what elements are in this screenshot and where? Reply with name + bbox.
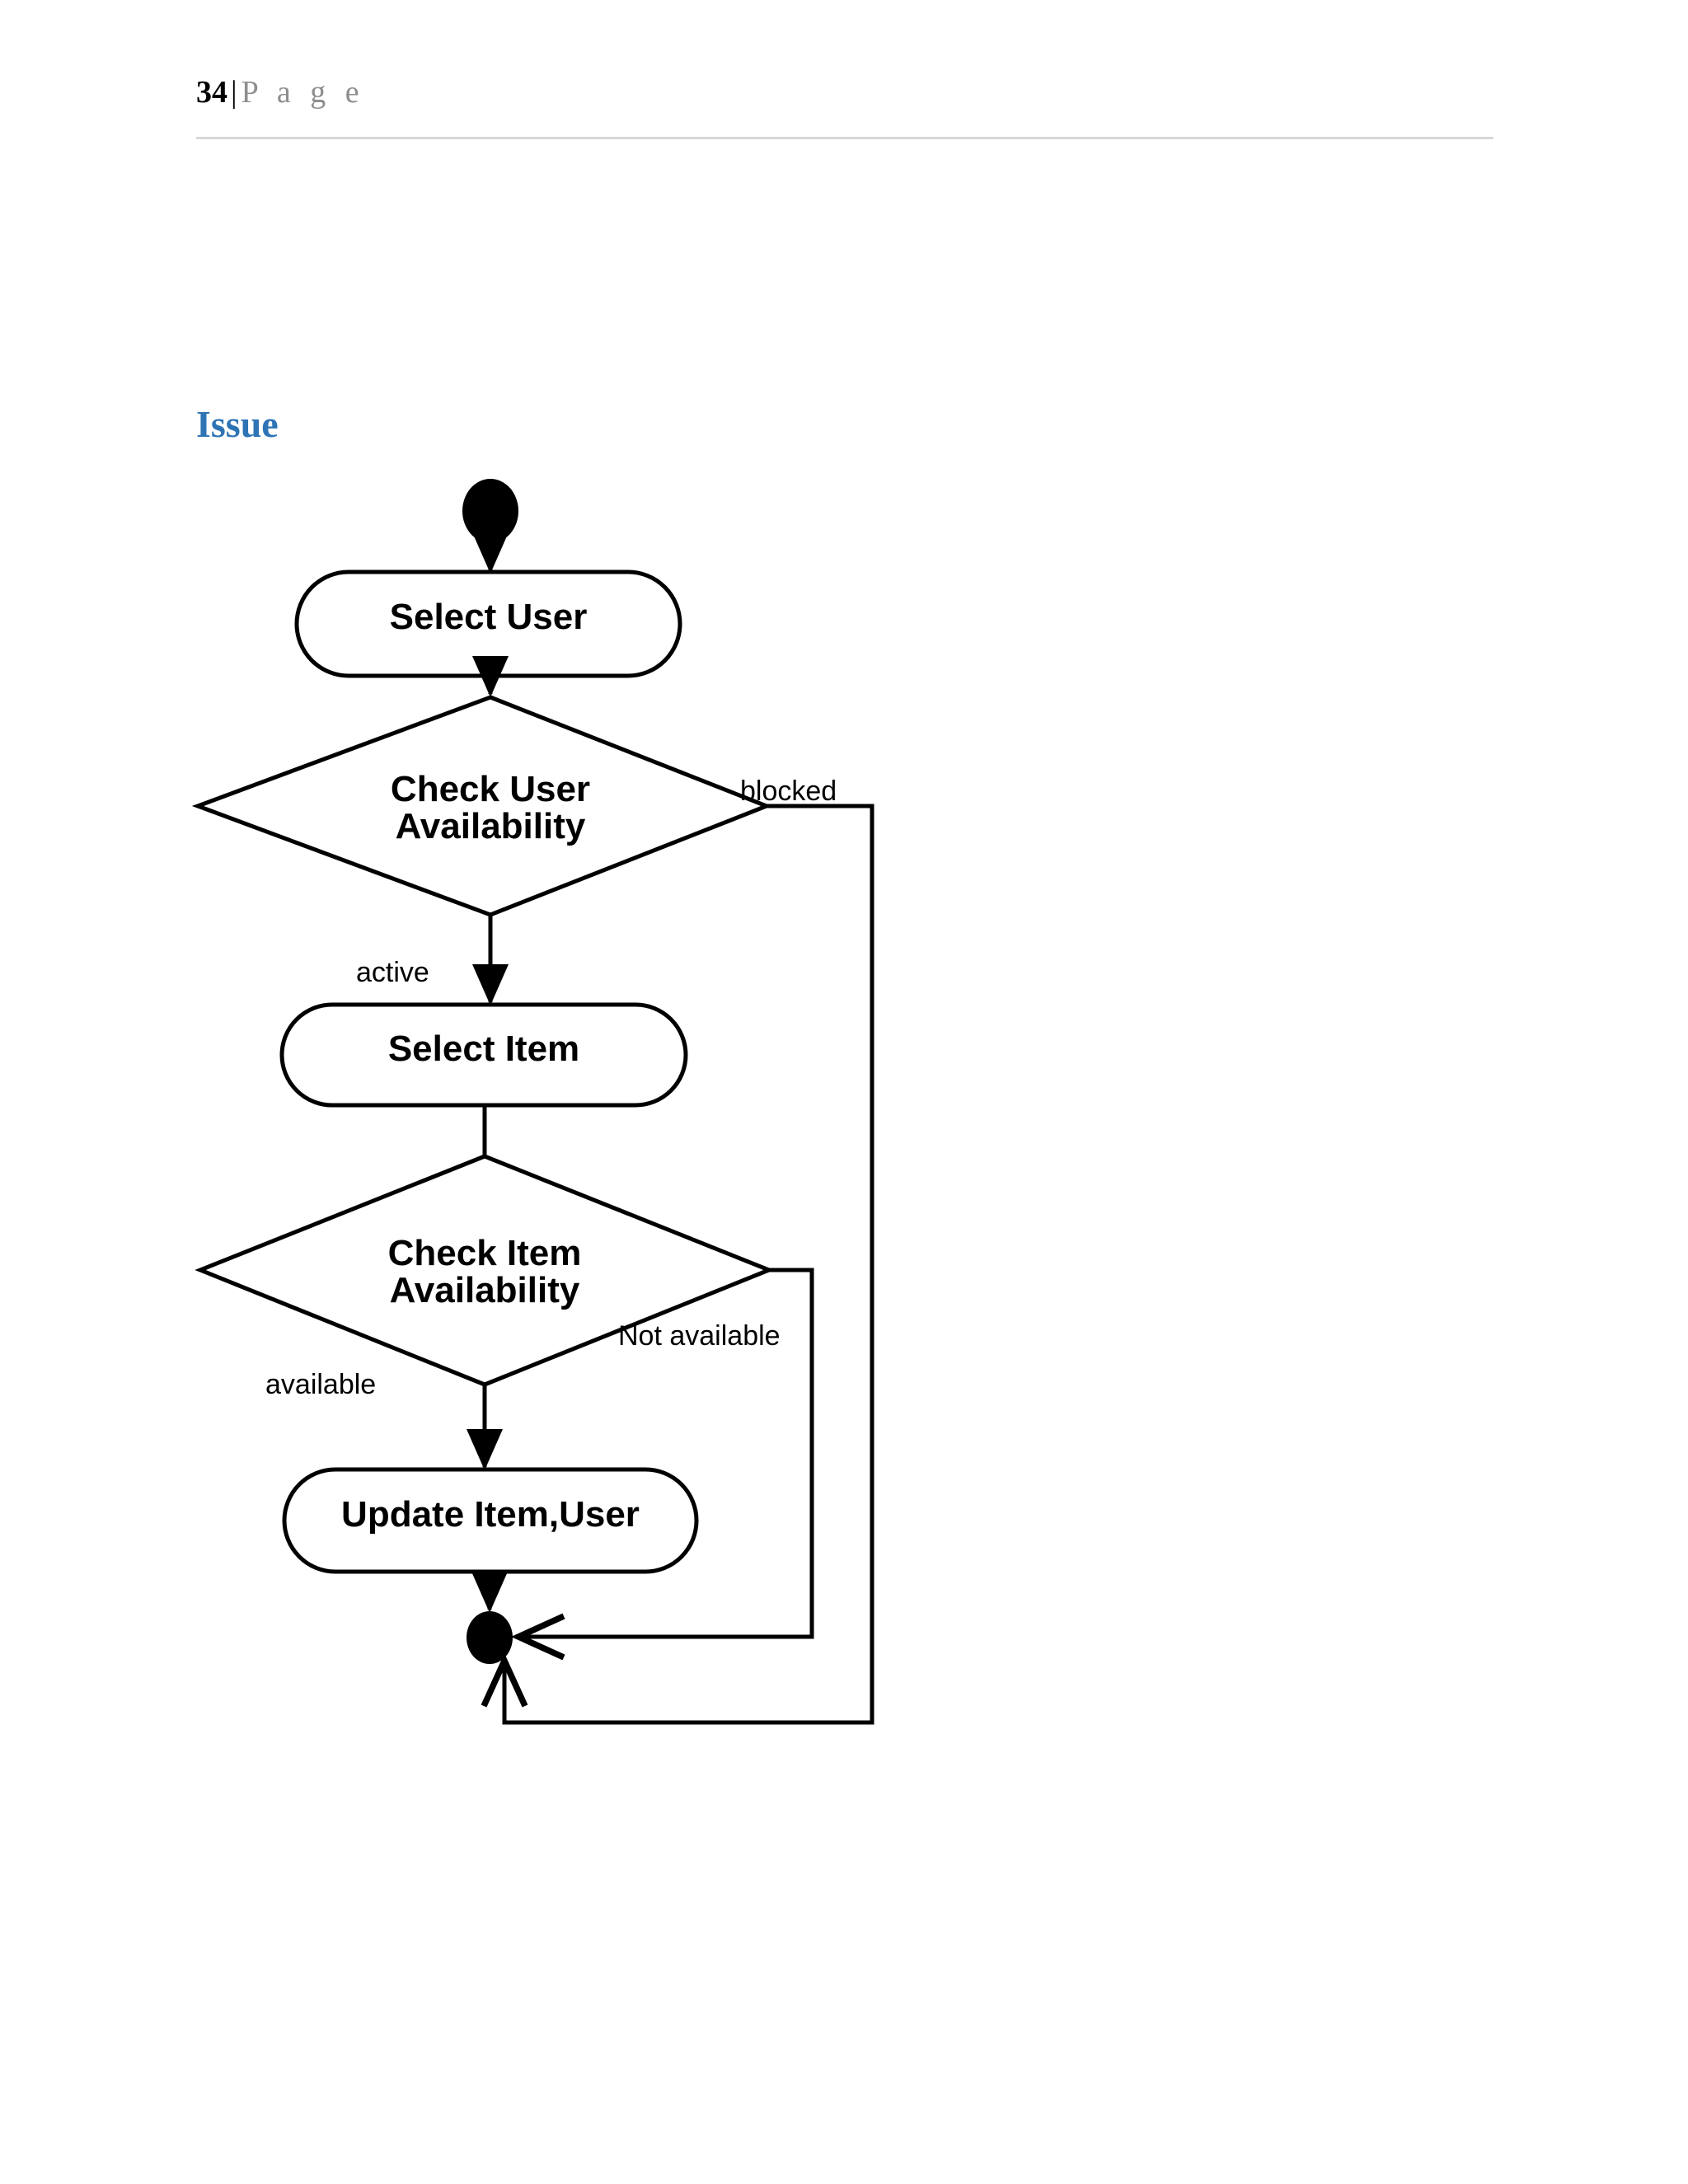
final-node xyxy=(467,1611,513,1664)
edge-check-user-blocked-to-final xyxy=(481,804,874,1725)
page-header-separator: | xyxy=(231,75,237,110)
page-number: 34 xyxy=(196,75,227,110)
header-divider xyxy=(196,137,1493,139)
initial-node xyxy=(462,479,518,543)
page-word-label: P a g e xyxy=(241,75,365,110)
decision-node-check-item xyxy=(195,1154,775,1387)
page-title: Issue xyxy=(196,403,279,445)
action-node-update-item-user xyxy=(282,1467,699,1574)
page-header-text: 34|P a g e xyxy=(196,77,365,108)
page-header: 34|P a g e xyxy=(0,0,1688,140)
action-node-select-item xyxy=(279,1002,688,1108)
decision-node-check-user xyxy=(191,695,772,917)
edge-check-item-not-available-to-final xyxy=(510,1268,814,1661)
action-node-select-user xyxy=(294,569,682,678)
